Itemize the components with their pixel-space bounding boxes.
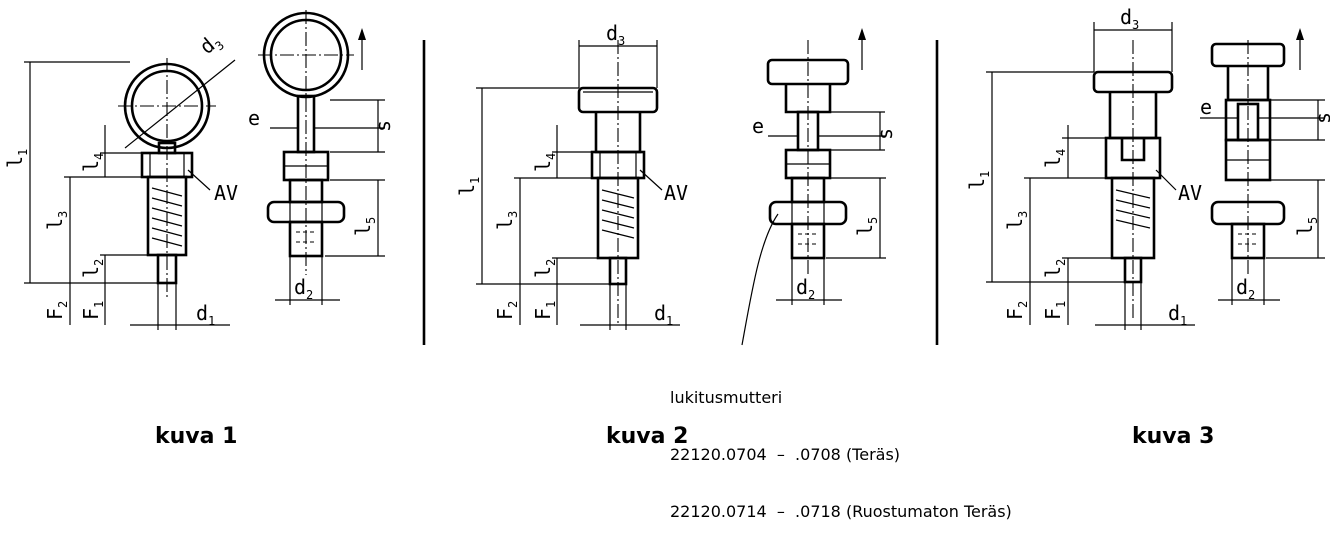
label-l2: l — [79, 266, 103, 278]
svg-text:d1: d1 — [196, 301, 215, 328]
svg-text:l4: l4 — [1041, 149, 1068, 168]
label-s: s — [371, 120, 395, 132]
label-d1: d — [196, 301, 208, 325]
svg-text:F1: F1 — [79, 301, 106, 320]
svg-text:F2: F2 — [493, 301, 520, 320]
label-av: AV — [664, 181, 688, 205]
label-d2: d — [294, 275, 306, 299]
svg-text:F1: F1 — [1041, 301, 1068, 320]
svg-text:d3: d3 — [195, 28, 227, 61]
label-l5: l — [853, 224, 877, 236]
label-F1: F — [531, 308, 555, 320]
label-F1: F — [1041, 308, 1065, 320]
figure-2-side-view — [741, 28, 886, 346]
label-e: e — [248, 106, 260, 130]
svg-text:l5: l5 — [853, 217, 880, 236]
lock-nut-note: lukitusmutteri 22120.0704 – .0708 (Teräs… — [670, 350, 1012, 540]
label-l4: l — [531, 160, 555, 172]
label-e: e — [752, 114, 764, 138]
svg-text:F1: F1 — [531, 301, 558, 320]
label-av: AV — [214, 181, 238, 205]
svg-text:d2: d2 — [294, 275, 313, 302]
svg-text:l3: l3 — [43, 211, 70, 230]
label-F1: F — [79, 308, 103, 320]
svg-text:l1: l1 — [3, 149, 30, 168]
label-s: s — [1311, 112, 1330, 124]
label-l2: l — [1041, 266, 1065, 278]
label-l2: l — [531, 266, 555, 278]
caption-figure-1: kuva 1 — [155, 424, 238, 449]
svg-text:d2: d2 — [796, 275, 815, 302]
figure-3-side-view — [1200, 28, 1325, 305]
svg-text:l2: l2 — [79, 259, 106, 278]
figure-2-front-view — [476, 40, 680, 330]
label-l3: l — [43, 218, 67, 230]
label-d3: d — [606, 21, 618, 45]
label-d3: d — [1120, 5, 1132, 29]
figure-3-front-view — [986, 22, 1195, 330]
figure-1-side-view — [258, 10, 385, 305]
label-e: e — [1200, 95, 1212, 119]
svg-text:d3: d3 — [1120, 5, 1139, 32]
label-d2: d — [1236, 275, 1248, 299]
label-F2: F — [1003, 308, 1027, 320]
svg-text:F2: F2 — [43, 301, 70, 320]
svg-text:l2: l2 — [531, 259, 558, 278]
label-l5: l — [351, 224, 375, 236]
label-d1: d — [654, 301, 666, 325]
note-title: lukitusmutteri — [670, 388, 783, 407]
label-l3: l — [493, 218, 517, 230]
label-s: s — [873, 128, 897, 140]
label-l1: l — [3, 156, 27, 168]
label-F2: F — [43, 308, 67, 320]
figure-1-front-view — [24, 58, 236, 330]
svg-text:d1: d1 — [1168, 301, 1187, 328]
svg-text:d3: d3 — [606, 21, 625, 48]
label-l1: l — [965, 178, 989, 190]
label-l4: l — [79, 160, 103, 172]
label-l4: l — [1041, 156, 1065, 168]
label-av: AV — [1178, 181, 1202, 205]
svg-text:l5: l5 — [1293, 217, 1320, 236]
svg-text:l3: l3 — [1003, 211, 1030, 230]
label-F2: F — [493, 308, 517, 320]
caption-figure-2: kuva 2 — [606, 424, 689, 449]
svg-text:l1: l1 — [965, 171, 992, 190]
label-l1: l — [455, 184, 479, 196]
svg-text:l4: l4 — [531, 153, 558, 172]
svg-text:l5: l5 — [351, 217, 378, 236]
svg-text:l4: l4 — [79, 153, 106, 172]
note-line-stainless: 22120.0714 – .0718 (Ruostumaton Teräs) — [670, 502, 1012, 521]
svg-text:d1: d1 — [654, 301, 673, 328]
technical-drawing: d3 l1 l3 l2 l4 F2 F1 d1 AV e s l5 d2 d3 … — [3, 5, 1330, 346]
label-l3: l — [1003, 218, 1027, 230]
svg-text:d2: d2 — [1236, 275, 1255, 302]
svg-text:l2: l2 — [1041, 259, 1068, 278]
svg-text:F2: F2 — [1003, 301, 1030, 320]
label-d1: d — [1168, 301, 1180, 325]
caption-figure-3: kuva 3 — [1132, 424, 1215, 449]
svg-text:l1: l1 — [455, 177, 482, 196]
label-l5: l — [1293, 224, 1317, 236]
svg-text:l3: l3 — [493, 211, 520, 230]
label-d2: d — [796, 275, 808, 299]
